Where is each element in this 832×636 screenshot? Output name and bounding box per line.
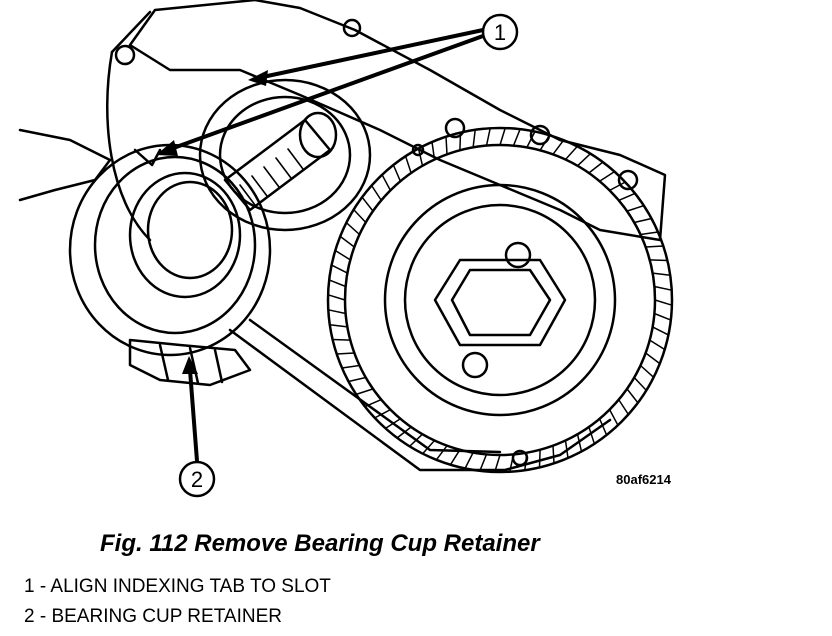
sprocket-tooth — [384, 417, 402, 430]
sprocket-tooth — [576, 433, 583, 453]
sprocket-tooth — [598, 170, 616, 183]
sprocket-tooth — [564, 145, 579, 161]
sprocket-tooth — [539, 134, 551, 152]
sprocket-tooth — [374, 408, 392, 419]
sprocket-tooth — [626, 388, 639, 404]
legend-item-2: 2 - BEARING CUP RETAINER — [24, 606, 282, 627]
sprocket-tooth — [608, 181, 626, 192]
sprocket-tooth — [335, 352, 356, 355]
sprocket-tooth — [328, 279, 347, 288]
sprocket-tooth — [431, 141, 436, 161]
sprocket-tooth — [479, 453, 488, 472]
transfer-case-housing — [105, 0, 667, 472]
callout-2-number: 2 — [191, 467, 203, 492]
bearing-cup-retainer-illustration: 1 2 80af6214 — [18, 0, 674, 498]
sprocket-tooth — [526, 130, 536, 149]
sprocket-tooth — [472, 129, 476, 149]
legend-item-1: 1 - ALIGN INDEXING TAB TO SLOT — [24, 576, 331, 597]
sprocket-tooth — [509, 453, 515, 473]
figure-caption: Fig. 112 Remove Bearing Cup Retainer — [100, 530, 540, 557]
sprocket-tooth — [327, 294, 346, 301]
sprocket-tooth — [633, 376, 648, 392]
housing-bore — [198, 78, 372, 232]
sprocket-tooth — [339, 235, 356, 248]
sprocket-tooth — [404, 155, 412, 174]
sprocket-tooth — [626, 204, 645, 212]
sprocket-teeth — [327, 127, 673, 473]
sprocket-tooth — [644, 245, 665, 248]
sprocket-tooth — [417, 147, 424, 167]
legend: 1 - ALIGN INDEXING TAB TO SLOT 2 - BEARI… — [24, 572, 331, 632]
sprocket-tooth — [588, 426, 596, 445]
sprocket-tooth — [392, 164, 402, 183]
sprocket-tooth — [576, 152, 592, 167]
sprocket-tooth — [370, 184, 383, 202]
callout-1-number: 1 — [494, 20, 506, 45]
sprocket-tooth — [408, 433, 424, 448]
sprocket-tooth — [538, 448, 541, 469]
sprocket-tooth — [347, 376, 367, 383]
sprocket-tooth — [329, 324, 349, 328]
sprocket-tooth — [564, 439, 569, 459]
sprocket-tooth — [617, 192, 636, 202]
sprocket-tooth — [633, 217, 653, 224]
sprocket-tooth — [331, 338, 352, 341]
sprocket-tooth — [327, 309, 347, 315]
sprocket-tooth — [524, 451, 528, 471]
sprocket-tooth — [499, 127, 506, 146]
sprocket-tooth — [341, 364, 361, 369]
sprocket-tooth — [345, 221, 361, 236]
sprocket-tooth — [494, 454, 501, 473]
image-code: 80af6214 — [616, 472, 672, 487]
sprocket-tooth — [381, 174, 392, 192]
technician-hands — [18, 128, 252, 387]
sprocket-tooth — [449, 448, 461, 466]
output-shaft — [223, 111, 338, 212]
sprocket-tooth — [648, 259, 669, 262]
sprocket-tooth — [653, 285, 673, 291]
bearing-cup-retainer — [68, 143, 272, 357]
drive-sprocket — [326, 126, 674, 474]
sprocket-tooth — [355, 388, 374, 396]
sprocket-tooth — [639, 364, 655, 379]
sprocket-tooth — [644, 352, 661, 365]
sprocket-tooth — [352, 208, 367, 224]
sprocket-tooth — [396, 426, 412, 439]
sprocket-tooth — [608, 408, 619, 426]
sprocket-tooth — [598, 417, 608, 436]
sprocket-tooth — [653, 312, 672, 321]
sprocket-tooth — [639, 231, 659, 236]
sprocket-tooth — [552, 444, 555, 465]
sprocket-tooth — [588, 161, 604, 174]
sprocket-tooth — [435, 444, 448, 461]
sprocket-tooth — [552, 139, 565, 156]
sprocket-tooth — [512, 128, 521, 147]
sprocket-tooth — [361, 196, 374, 212]
sprocket-tooth — [464, 451, 474, 470]
sprocket-tooth — [334, 249, 352, 261]
sprocket-tooth — [648, 339, 666, 351]
sprocket-tooth — [654, 299, 673, 306]
sprocket-tooth — [651, 326, 670, 336]
sprocket-tooth — [617, 398, 630, 416]
sprocket-tooth — [421, 439, 436, 455]
sprocket-tooth — [330, 264, 349, 274]
sprocket-tooth — [459, 131, 462, 152]
callout-1: 1 — [156, 13, 519, 156]
sprocket-tooth — [485, 127, 491, 147]
sprocket-tooth — [651, 272, 671, 276]
callout-2: 2 — [178, 356, 216, 498]
sprocket-tooth — [364, 398, 383, 408]
sprocket-tooth — [445, 135, 448, 156]
